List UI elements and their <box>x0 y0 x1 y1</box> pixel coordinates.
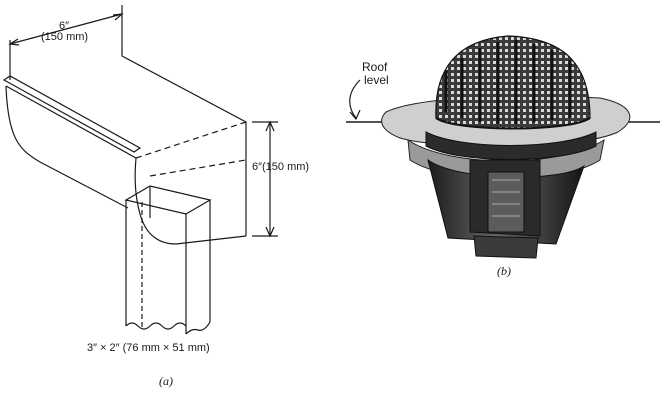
width-label-inches: 6″ <box>59 20 70 32</box>
gutter-front <box>5 85 129 209</box>
downspout <box>125 200 211 335</box>
caption-a: (a) <box>159 374 173 388</box>
dome-strainer <box>435 35 591 130</box>
roof-label-line2: level <box>364 73 389 87</box>
downspout-size-label: 3″ × 2″ (76 mm × 51 mm) <box>87 342 210 354</box>
gutter-illustration <box>2 5 278 335</box>
roof-drain-illustration <box>346 35 660 259</box>
gutter-back-wall <box>121 55 247 236</box>
width-label-mm: (150 mm) <box>41 31 89 43</box>
width-dimension-line <box>9 13 123 45</box>
caption-b: (b) <box>497 264 511 278</box>
gutter-bead <box>2 75 142 153</box>
roof-label-line1: Roof <box>362 60 388 74</box>
height-label: 6″(150 mm) <box>252 161 310 173</box>
